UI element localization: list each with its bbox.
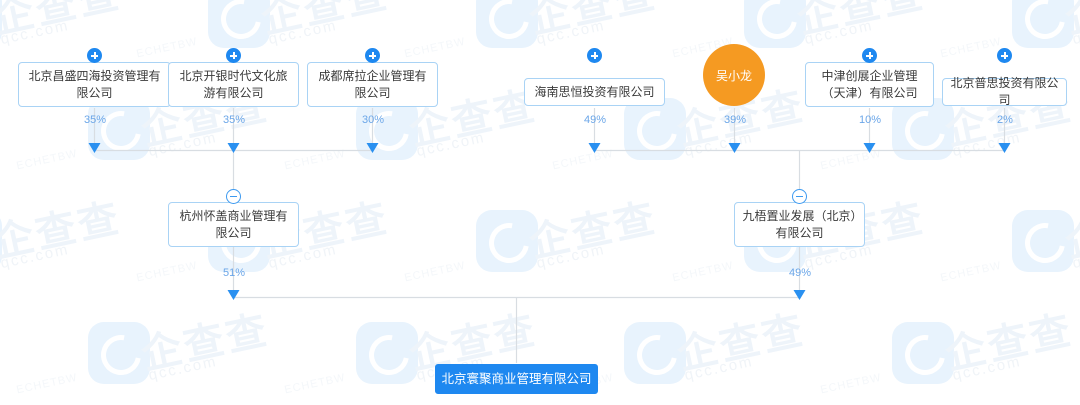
shareholder-node-6[interactable]: 北京普思投资有限公司 xyxy=(942,76,1067,107)
company-box[interactable]: 北京寰聚商业管理有限公司 xyxy=(435,364,598,394)
company-box[interactable]: 海南思恒投资有限公司 xyxy=(524,78,665,106)
minus-circle-icon[interactable] xyxy=(792,189,807,204)
percent-label: 39% xyxy=(723,114,747,126)
subsidiary-node-2[interactable]: 九梧置业发展（北京）有限公司 xyxy=(734,202,865,247)
person-circle[interactable]: 吴小龙 xyxy=(703,44,765,106)
plus-circle-icon[interactable] xyxy=(226,48,241,63)
plus-circle-icon[interactable] xyxy=(365,48,380,63)
percent-label: 49% xyxy=(788,267,812,279)
percent-label: 10% xyxy=(858,114,882,126)
plus-circle-icon[interactable] xyxy=(587,48,602,63)
percent-label: 49% xyxy=(583,114,607,126)
shareholder-node-4[interactable]: 海南思恒投资有限公司 xyxy=(524,78,665,106)
percent-label: 30% xyxy=(361,114,385,126)
plus-circle-icon[interactable] xyxy=(997,48,1012,63)
shareholder-node-1[interactable]: 北京昌盛四海投资管理有限公司 xyxy=(18,62,171,107)
shareholder-node-3[interactable]: 成都席拉企业管理有限公司 xyxy=(307,62,438,107)
company-box[interactable]: 九梧置业发展（北京）有限公司 xyxy=(734,202,865,247)
company-box[interactable]: 北京开银时代文化旅游有限公司 xyxy=(168,62,299,107)
company-box[interactable]: 中津创展企业管理（天津）有限公司 xyxy=(805,62,934,107)
percent-label: 51% xyxy=(222,267,246,279)
percent-label: 2% xyxy=(997,114,1013,126)
shareholder-node-2[interactable]: 北京开银时代文化旅游有限公司 xyxy=(168,62,299,107)
plus-circle-icon[interactable] xyxy=(862,48,877,63)
company-box[interactable]: 北京普思投资有限公司 xyxy=(942,76,1067,107)
root-company-node[interactable]: 北京寰聚商业管理有限公司 xyxy=(435,364,598,394)
percent-label: 35% xyxy=(83,114,107,126)
subsidiary-node-1[interactable]: 杭州怀盖商业管理有限公司 xyxy=(168,202,299,247)
shareholder-node-person[interactable]: 吴小龙 xyxy=(703,44,765,106)
company-box[interactable]: 北京昌盛四海投资管理有限公司 xyxy=(18,62,171,107)
company-box[interactable]: 杭州怀盖商业管理有限公司 xyxy=(168,202,299,247)
plus-circle-icon[interactable] xyxy=(87,48,102,63)
percent-label: 35% xyxy=(222,114,246,126)
shareholder-node-5[interactable]: 中津创展企业管理（天津）有限公司 xyxy=(805,62,934,107)
company-box[interactable]: 成都席拉企业管理有限公司 xyxy=(307,62,438,107)
minus-circle-icon[interactable] xyxy=(226,189,241,204)
